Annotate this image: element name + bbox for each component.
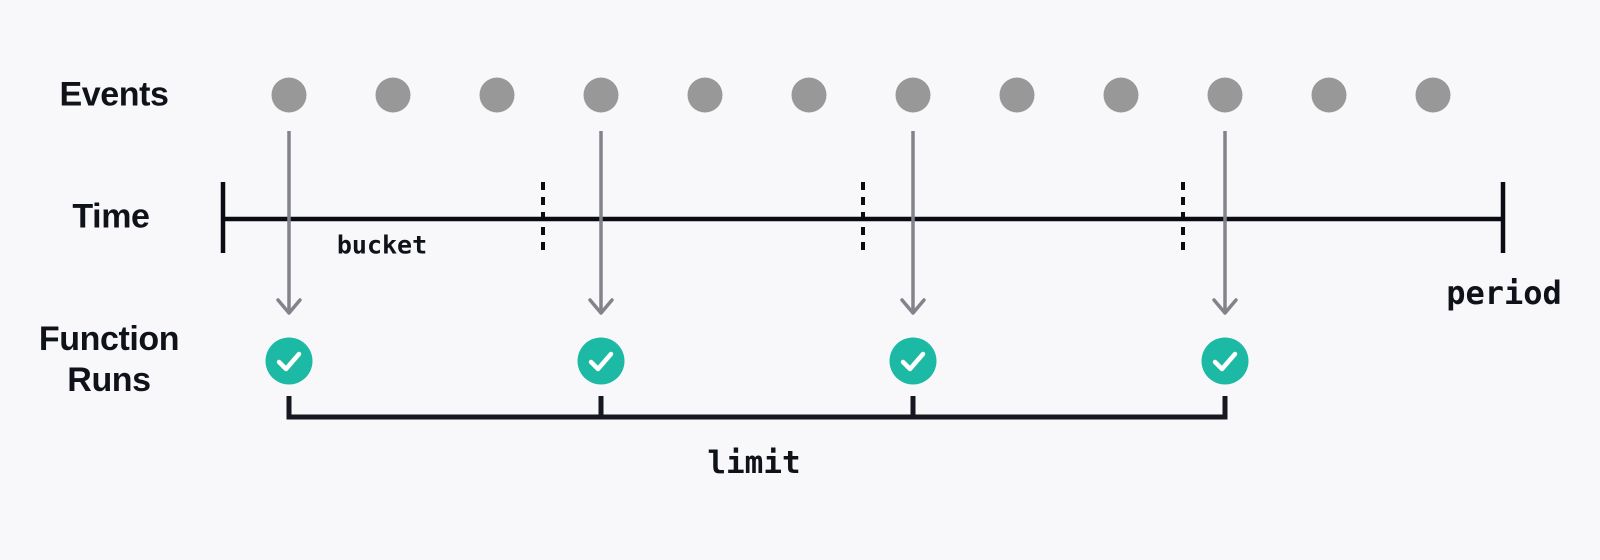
check-icon [1212, 351, 1238, 372]
function-run-circle [265, 337, 313, 385]
event-dot [271, 77, 307, 113]
check-icon [276, 351, 302, 372]
event-dot [1311, 77, 1347, 113]
check-icon [900, 351, 926, 372]
event-dot [999, 77, 1035, 113]
event-dot [1103, 77, 1139, 113]
event-dot [375, 77, 411, 113]
limit-label: limit [707, 445, 801, 481]
limit-bracket [286, 396, 1228, 420]
event-dot [1415, 77, 1451, 113]
arrow-head-icon [1212, 298, 1238, 315]
event-dot [791, 77, 827, 113]
time-row-label: Time [72, 197, 150, 236]
bucket-label: bucket [336, 230, 428, 260]
event-dot [583, 77, 619, 113]
event-dot [479, 77, 515, 113]
function-runs-row-label: Function Runs [38, 320, 180, 399]
function-run-circle [577, 337, 625, 385]
check-icon [588, 351, 614, 372]
arrow-head-icon [276, 298, 302, 315]
period-label: period [1446, 274, 1562, 312]
function-run-circle [1201, 337, 1249, 385]
event-dot [687, 77, 723, 113]
arrow-head-icon [900, 298, 926, 315]
event-dot [895, 77, 931, 113]
function-run-circle [889, 337, 937, 385]
arrow-head-icon [588, 298, 614, 315]
events-row-label: Events [59, 75, 169, 114]
event-dot [1207, 77, 1243, 113]
